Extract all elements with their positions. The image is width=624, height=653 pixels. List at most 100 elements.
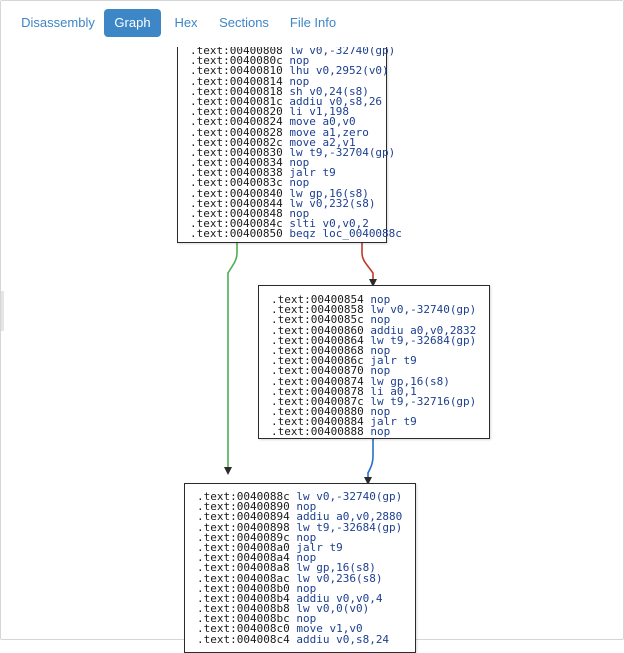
disasm-line[interactable]: .text:00400844 lw v0,232(s8): [190, 198, 386, 209]
disasm-line[interactable]: .text:0040083c nop: [190, 176, 386, 190]
disasm-line[interactable]: .text:004008a8 lw gp,16(s8): [197, 561, 415, 575]
line-address: .text:0040087c: [271, 394, 364, 408]
line-instruction: lw t9,-32716(gp): [370, 394, 477, 408]
line-address: .text:00400890: [197, 500, 290, 514]
disasm-line[interactable]: .text:00400890 nop: [197, 500, 415, 514]
disasm-line[interactable]: .text:0040089c nop: [197, 532, 415, 543]
line-instruction: lw gp,16(s8): [296, 561, 376, 575]
line-instruction: move v1,v0: [296, 622, 363, 636]
line-address: .text:0040086c: [271, 354, 364, 368]
line-address: .text:004008a8: [197, 561, 290, 575]
tab-file-info[interactable]: File Info: [289, 15, 337, 30]
disasm-line[interactable]: .text:00400898 lw t9,-32684(gp): [197, 522, 415, 533]
line-address: .text:00400814: [190, 74, 283, 88]
line-address: .text:004008b0: [197, 581, 290, 595]
line-instruction: lw v0,0(v0): [296, 602, 370, 616]
disasm-line[interactable]: .text:0040082c move a2,v1: [190, 137, 386, 148]
disasm-line[interactable]: .text:004008bc nop: [197, 613, 415, 624]
line-address: .text:00400888: [271, 425, 364, 439]
block-1-lines: .text:00400808 lw v0,-32740(gp).text:004…: [190, 45, 402, 240]
line-instruction: nop: [289, 156, 310, 170]
line-address: .text:00400838: [190, 166, 283, 180]
disasm-line[interactable]: .text:00400850 beqz loc_0040088c: [190, 228, 402, 239]
disasm-line[interactable]: .text:0040086c jalr t9: [271, 354, 489, 368]
line-instruction: slti v0,v0,2: [289, 217, 369, 231]
disasm-line[interactable]: .text:00400874 lw gp,16(s8): [271, 376, 489, 387]
left-resize-handle[interactable]: [1, 291, 4, 331]
disasm-line[interactable]: .text:00400830 lw t9,-32704(gp): [190, 147, 395, 158]
line-address: .text:004008ac: [197, 571, 290, 585]
disasm-line[interactable]: .text:004008b4 addiu v0,v0,4: [197, 591, 415, 605]
disasm-line[interactable]: .text:004008c0 move v1,v0: [197, 622, 415, 636]
disasm-line[interactable]: .text:0040087c lw t9,-32716(gp): [271, 394, 489, 408]
disasm-line[interactable]: .text:00400860 addiu a0,v0,2832: [271, 323, 489, 337]
disasm-line[interactable]: .text:00400840 lw gp,16(s8): [190, 188, 386, 199]
disasm-line[interactable]: .text:00400824 move a0,v0: [190, 115, 386, 129]
line-address: .text:00400828: [190, 125, 283, 139]
disasm-line[interactable]: .text:0040081c addiu v0,s8,26: [190, 94, 386, 108]
disasm-line[interactable]: .text:00400878 li a0,1: [271, 384, 489, 398]
disasm-line[interactable]: .text:00400884 jalr t9: [271, 415, 489, 429]
line-instruction: nop: [289, 176, 310, 190]
line-address: .text:00400878: [271, 384, 364, 398]
tab-graph[interactable]: Graph: [104, 9, 161, 37]
disasm-line[interactable]: .text:004008a0 jalr t9: [197, 540, 415, 554]
tab-hex[interactable]: Hex: [174, 15, 198, 30]
disasm-line[interactable]: .text:00400888 nop: [271, 425, 489, 439]
disasm-line[interactable]: .text:004008b8 lw v0,0(v0): [197, 602, 415, 616]
disasm-line[interactable]: .text:0040088c lw v0,-32740(gp): [197, 490, 415, 503]
view-tabs: Disassembly Graph Hex Sections File Info: [1, 1, 623, 47]
line-instruction: nop: [370, 364, 391, 378]
disasm-line[interactable]: .text:004008b0 nop: [197, 581, 415, 595]
disasm-line[interactable]: .text:00400818 sh v0,24(s8): [190, 86, 386, 97]
disasm-line[interactable]: .text:00400854 nop: [271, 293, 489, 306]
disasm-line[interactable]: .text:00400864 lw t9,-32684(gp): [271, 333, 489, 347]
disasm-line[interactable]: .text:00400814 nop: [190, 74, 386, 88]
line-instruction: lw v0,-32740(gp): [296, 490, 403, 503]
basic-block-3[interactable]: .text:0040088c lw v0,-32740(gp).text:004…: [184, 483, 416, 653]
disasm-line[interactable]: .text:00400834 nop: [190, 156, 386, 170]
line-instruction: nop: [296, 551, 317, 565]
line-address: .text:0040088c: [197, 490, 290, 503]
line-instruction: addiu v0,s8,24: [296, 632, 390, 646]
disasm-line[interactable]: .text:00400894 addiu a0,v0,2880: [197, 510, 415, 524]
line-address: .text:0040081c: [190, 94, 283, 108]
line-instruction: addiu v0,v0,4: [296, 591, 383, 605]
line-address: .text:00400854: [271, 293, 364, 306]
disasm-line[interactable]: .text:00400858 lw v0,-32740(gp): [271, 304, 489, 315]
basic-block-1[interactable]: .text:00400808 lw v0,-32740(gp).text:004…: [177, 37, 402, 243]
disasm-line[interactable]: .text:00400880 nop: [271, 406, 489, 417]
line-instruction: jalr t9: [296, 540, 343, 554]
disasm-line[interactable]: .text:00400848 nop: [190, 207, 386, 220]
line-instruction: nop: [370, 313, 391, 327]
block-3-lines: .text:0040088c lw v0,-32740(gp).text:004…: [197, 490, 415, 646]
disasm-line[interactable]: .text:00400870 nop: [271, 364, 489, 378]
disasm-line[interactable]: .text:00400868 nop: [271, 345, 489, 356]
disasm-line[interactable]: .text:00400838 jalr t9: [190, 166, 386, 180]
disasm-line[interactable]: .text:004008ac lw v0,236(s8): [197, 571, 415, 585]
basic-block-2[interactable]: .text:00400854 nop.text:00400858 lw v0,-…: [258, 285, 490, 439]
disasm-line[interactable]: .text:0040080c nop: [190, 54, 386, 68]
disasm-line[interactable]: .text:00400808 lw v0,-32740(gp): [190, 45, 395, 56]
disasm-line[interactable]: .text:004008c4 addiu v0,s8,24: [197, 632, 415, 646]
line-instruction: addiu a0,v0,2832: [370, 323, 477, 337]
tab-sections[interactable]: Sections: [219, 15, 269, 30]
disasm-line[interactable]: .text:00400820 li v1,198: [190, 106, 386, 117]
disasm-line[interactable]: .text:004008a4 nop: [197, 551, 415, 565]
line-address: .text:00400824: [190, 115, 283, 129]
line-address: .text:0040080c: [190, 54, 283, 68]
line-instruction: move a0,v0: [289, 115, 356, 129]
line-instruction: nop: [296, 500, 317, 514]
tab-disassembly[interactable]: Disassembly: [21, 15, 95, 30]
disasm-line[interactable]: .text:0040084c slti v0,v0,2: [190, 217, 386, 231]
line-address: .text:00400848: [190, 207, 283, 220]
line-instruction: jalr t9: [370, 415, 417, 429]
line-address: .text:00400864: [271, 333, 364, 347]
line-instruction: addiu a0,v0,2880: [296, 510, 403, 524]
disasm-line[interactable]: .text:00400828 move a1,zero: [190, 125, 386, 139]
disasm-line[interactable]: .text:0040085c nop: [271, 313, 489, 327]
edge-false-branch: [224, 243, 238, 475]
disasm-line[interactable]: .text:00400810 lhu v0,2952(v0): [190, 65, 389, 76]
